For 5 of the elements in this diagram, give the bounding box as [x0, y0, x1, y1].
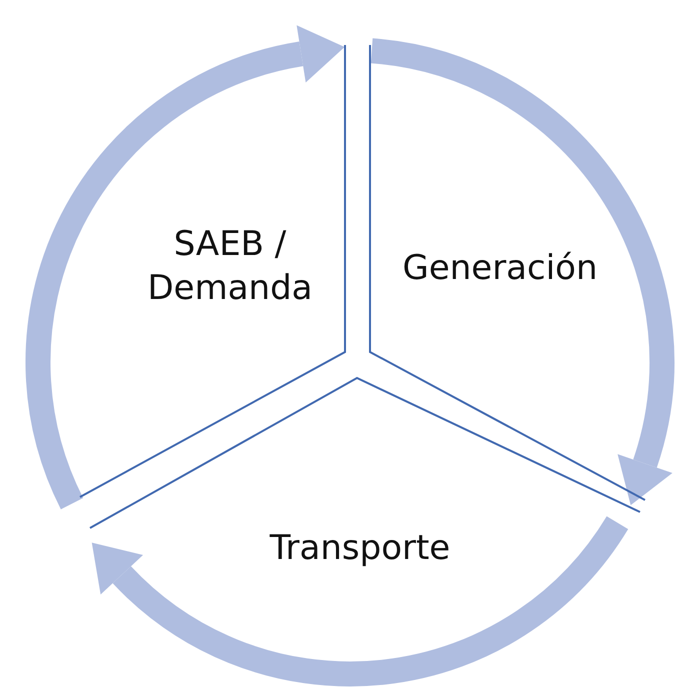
cycle-arrow	[26, 26, 344, 509]
sector-label: SAEB / Demanda	[146, 222, 314, 310]
sector-label: Generación	[401, 246, 599, 290]
sector-label: Transporte	[268, 526, 452, 570]
cycle-arrow	[90, 516, 628, 686]
